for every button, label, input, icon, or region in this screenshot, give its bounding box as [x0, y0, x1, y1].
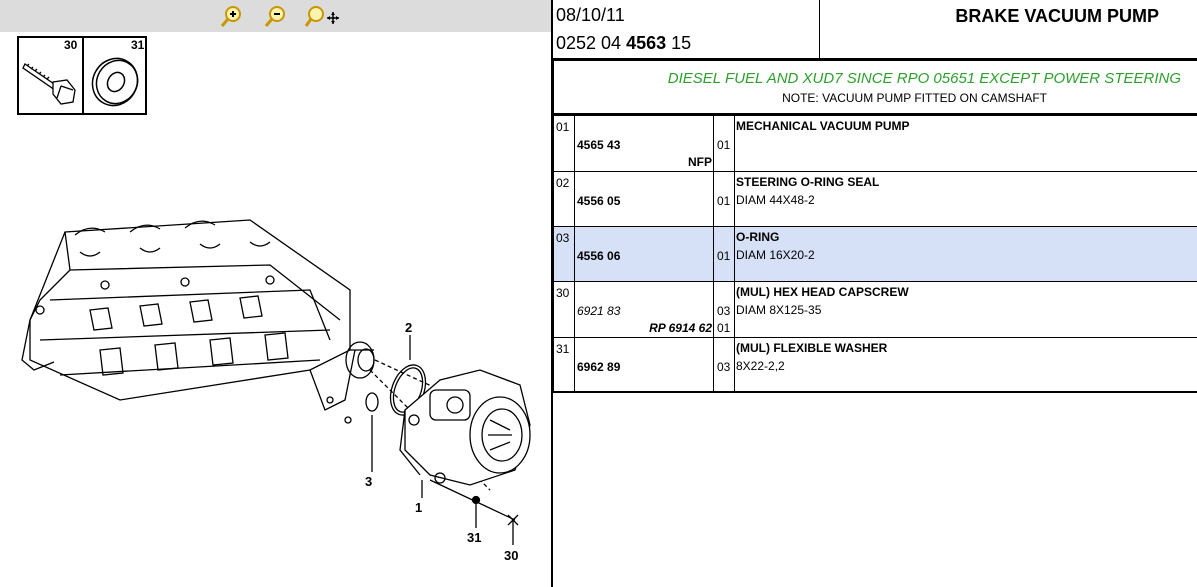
col-divider: [713, 172, 714, 226]
table-row[interactable]: 01 4565 43 NFP 01 MECHANICAL VACUUM PUMP: [553, 116, 1197, 172]
part-number[interactable]: 6962 89: [577, 360, 621, 374]
supersession-note: NFP: [688, 155, 712, 169]
callout-1: 1: [415, 500, 422, 515]
col-divider: [734, 282, 735, 337]
col-divider: [553, 116, 554, 171]
part-name: (MUL) FLEXIBLE WASHER: [736, 341, 888, 355]
table-row[interactable]: 02 4556 05 01 STEERING O-RING SEAL DIAM 44X4…: [553, 172, 1197, 227]
vacuum-pump: [399, 369, 531, 486]
callout-31: 31: [467, 530, 481, 545]
position-number: 03: [556, 231, 570, 245]
quantity-secondary: 01: [717, 321, 731, 335]
quantity: 03: [717, 360, 731, 374]
part-name: O-RING: [736, 230, 780, 244]
col-divider: [734, 116, 735, 171]
col-divider: [734, 338, 735, 391]
part-number[interactable]: 4556 05: [577, 194, 621, 208]
supersession-note: RP 6914 62: [649, 321, 712, 335]
part-number[interactable]: 4556 06: [577, 249, 621, 263]
hardware-legend: 30 31: [17, 36, 147, 115]
exploded-diagram: 2 3 1 31 30: [21, 219, 531, 563]
part-number[interactable]: 6921 83: [577, 304, 621, 318]
application-block: DIESEL FUEL AND XUD7 SINCE RPO 05651 EXC…: [553, 61, 1197, 113]
table-row[interactable]: 31 6962 89 03 (MUL) FLEXIBLE WASHER 8X22-2,2: [553, 338, 1197, 392]
col-divider: [574, 227, 575, 281]
quantity: 03: [717, 304, 731, 318]
reference-block: 08/10/11 0252 04 4563 15: [553, 0, 820, 58]
application-divider: [553, 113, 1197, 116]
col-divider: [734, 227, 735, 281]
table-row[interactable]: 30 6921 83 RP 6914 62 03 01 (MUL) HEX HEAD CA…: [553, 282, 1197, 338]
col-divider: [553, 338, 554, 391]
zoom-in-icon[interactable]: [220, 4, 244, 28]
quantity: 01: [717, 138, 731, 152]
col-divider: [574, 172, 575, 226]
pane-divider[interactable]: [551, 0, 553, 587]
page-title: BRAKE VACUUM PUMP: [955, 6, 1159, 26]
o-ring-3: [365, 392, 379, 412]
zoom-out-icon[interactable]: [264, 4, 288, 28]
legend-30-label: 30: [64, 38, 78, 52]
washer-icon: [91, 57, 139, 107]
part-name: MECHANICAL VACUUM PUMP: [736, 119, 910, 133]
table-row[interactable]: 03 4556 06 01 O-RING DIAM 16X20-2: [553, 227, 1197, 282]
position-number: 02: [556, 176, 570, 190]
part-name: STEERING O-RING SEAL: [736, 175, 880, 189]
col-divider: [574, 282, 575, 337]
part-detail: DIAM 44X48-2: [736, 193, 815, 207]
position-number: 30: [556, 286, 570, 300]
catalog-date: 08/10/11: [556, 5, 625, 25]
part-detail: DIAM 8X125-35: [736, 303, 822, 317]
col-divider: [574, 116, 575, 171]
col-divider: [713, 116, 714, 171]
header-divider: [553, 58, 1197, 61]
bolt-icon: [22, 63, 76, 105]
quantity: 01: [717, 194, 731, 208]
part-name: (MUL) HEX HEAD CAPSCREW: [736, 285, 909, 299]
quantity: 01: [717, 249, 731, 263]
col-divider: [553, 282, 554, 337]
part-detail: 8X22-2,2: [736, 359, 785, 373]
page-title-block: BRAKE VACUUM PUMP: [819, 0, 1197, 58]
col-divider: [553, 172, 554, 226]
part-number[interactable]: 4565 43: [577, 138, 621, 152]
position-number: 31: [556, 342, 570, 356]
col-divider: [713, 282, 714, 337]
table-bottom-line: [553, 392, 1197, 393]
callout-2: 2: [405, 320, 412, 335]
part-detail: DIAM 16X20-2: [736, 248, 815, 262]
col-divider: [574, 338, 575, 391]
application-condition: DIESEL FUEL AND XUD7 SINCE RPO 05651 EXC…: [667, 70, 1181, 87]
position-number: 01: [556, 120, 570, 134]
zoom-toolbar: [0, 0, 551, 32]
col-divider: [734, 172, 735, 226]
zoom-pan-icon[interactable]: [305, 4, 341, 28]
catalog-reference: 0252 04 4563 15: [556, 33, 692, 53]
col-divider: [553, 227, 554, 281]
col-divider: [713, 338, 714, 391]
callout-3: 3: [365, 474, 372, 489]
col-divider: [713, 227, 714, 281]
application-note: NOTE: VACUUM PUMP FITTED ON CAMSHAFT: [782, 91, 1047, 105]
diagram-pane: 30 31: [0, 0, 551, 587]
legend-31-label: 31: [131, 38, 145, 52]
parts-pane: 08/10/11 0252 04 4563 15 BRAKE VACUUM PU…: [553, 0, 1197, 587]
callout-30: 30: [504, 548, 518, 563]
